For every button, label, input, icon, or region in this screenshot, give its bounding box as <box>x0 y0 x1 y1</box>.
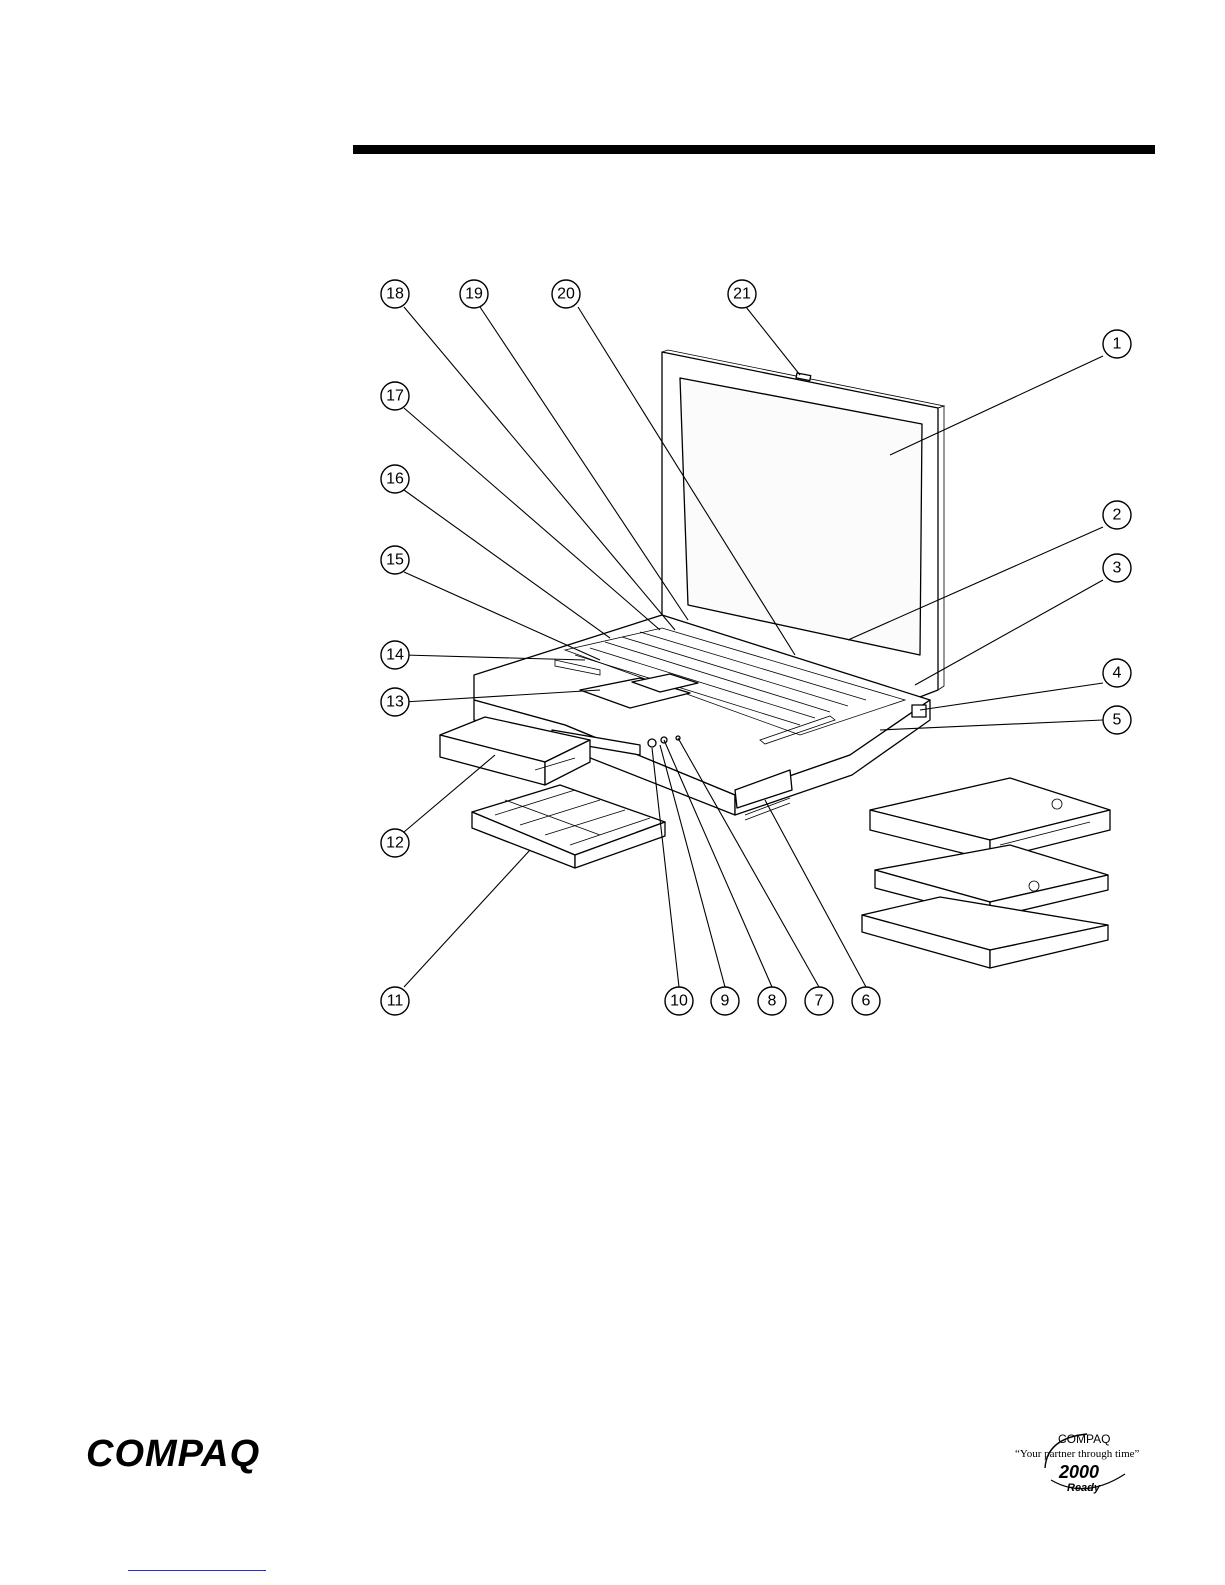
callout-11: 11 <box>381 987 409 1015</box>
callout-2: 2 <box>1103 501 1131 529</box>
callout-19: 19 <box>460 280 488 308</box>
svg-text:20: 20 <box>557 286 575 303</box>
callout-21: 21 <box>728 280 756 308</box>
callout-20: 20 <box>552 280 580 308</box>
svg-text:3: 3 <box>1113 560 1122 577</box>
svg-text:9: 9 <box>721 993 730 1010</box>
svg-text:10: 10 <box>670 993 688 1010</box>
callout-4: 4 <box>1103 659 1131 687</box>
svg-text:13: 13 <box>386 694 404 711</box>
svg-text:16: 16 <box>386 471 404 488</box>
svg-text:2: 2 <box>1113 507 1122 524</box>
optional-drive-floppy <box>870 778 1110 860</box>
callout-5: 5 <box>1103 706 1131 734</box>
svg-text:7: 7 <box>815 993 824 1010</box>
callout-16: 16 <box>381 465 409 493</box>
callout-18: 18 <box>381 280 409 308</box>
svg-text:19: 19 <box>465 286 483 303</box>
svg-text:5: 5 <box>1113 712 1122 729</box>
footer-link-underline[interactable] <box>128 1570 266 1571</box>
callout-15: 15 <box>381 546 409 574</box>
svg-text:17: 17 <box>386 388 404 405</box>
y2k-brand: COMPAQ <box>1058 1432 1110 1446</box>
y2k-ready: Ready <box>1067 1482 1100 1494</box>
svg-text:8: 8 <box>768 993 777 1010</box>
callout-17: 17 <box>381 382 409 410</box>
callout-7: 7 <box>805 987 833 1015</box>
svg-text:18: 18 <box>386 286 404 303</box>
callout-1: 1 <box>1103 330 1131 358</box>
callout-6: 6 <box>852 987 880 1015</box>
callout-9: 9 <box>711 987 739 1015</box>
svg-text:21: 21 <box>733 286 751 303</box>
callout-10: 10 <box>665 987 693 1015</box>
callout-8: 8 <box>758 987 786 1015</box>
y2k-tagline: “Your partner through time” <box>1015 1448 1139 1460</box>
svg-text:12: 12 <box>386 835 404 852</box>
optional-drive-weight-saver <box>862 897 1108 968</box>
y2k-ready-badge: COMPAQ “Your partner through time” 2000 … <box>1015 1430 1155 1530</box>
y2k-year: 2000 <box>1059 1462 1099 1483</box>
callout-3: 3 <box>1103 554 1131 582</box>
svg-text:1: 1 <box>1113 336 1122 353</box>
callout-14: 14 <box>381 641 409 669</box>
svg-text:14: 14 <box>386 647 404 664</box>
compaq-logo: COMPAQ <box>86 1433 260 1476</box>
svg-text:6: 6 <box>862 993 871 1010</box>
callout-13: 13 <box>381 688 409 716</box>
battery-pack <box>472 785 665 868</box>
svg-text:4: 4 <box>1113 665 1122 682</box>
svg-text:15: 15 <box>386 552 404 569</box>
svg-text:11: 11 <box>387 993 404 1010</box>
callout-12: 12 <box>381 829 409 857</box>
